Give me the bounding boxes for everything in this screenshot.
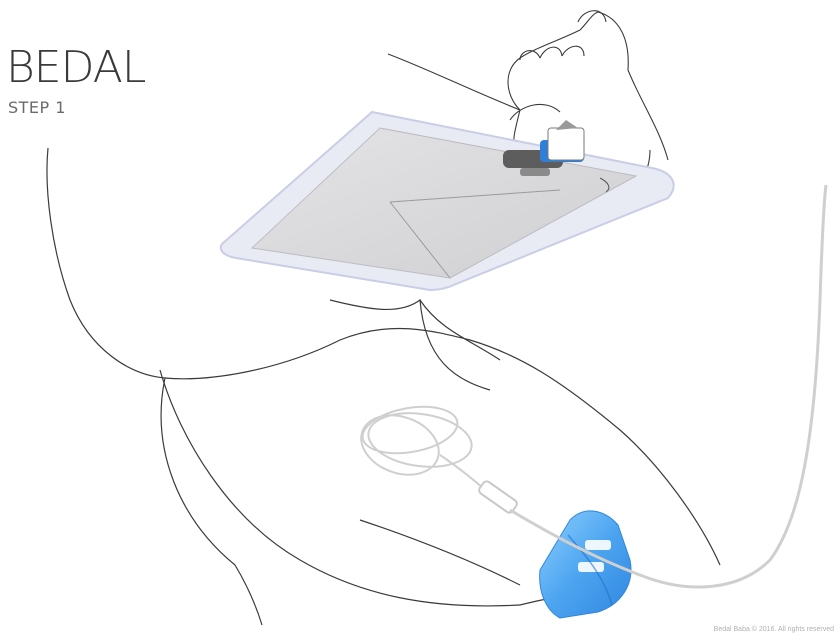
step-label: STEP 1 [8,100,66,116]
adhesive-pad [221,112,674,290]
coiled-tube [353,400,519,514]
page-title: BEDAL [6,46,145,90]
tube [510,185,826,587]
copyright-credit: Bedal Baba © 2016. All rights reserved [714,626,834,633]
